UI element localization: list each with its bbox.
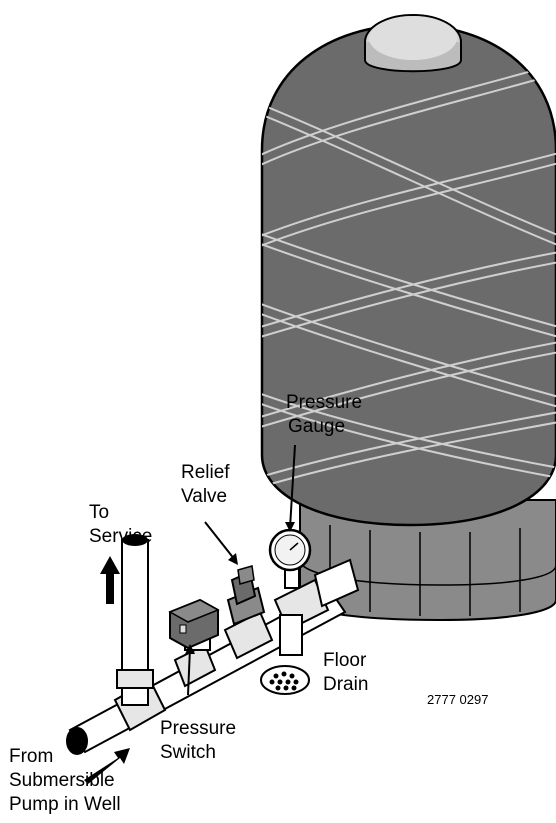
switch-leader: [187, 647, 191, 696]
to-service-label-line2: Service: [89, 526, 153, 547]
from-pump-label-line3: Pump in Well: [9, 794, 121, 815]
floor-drain-label-line1: Floor: [323, 650, 367, 671]
gauge-leader: [289, 444, 296, 529]
floor-drain: [260, 614, 310, 695]
from-pump-label-line2: Submersible: [9, 770, 115, 791]
to-service-label-line1: To: [89, 502, 110, 523]
floor-drain-label-line2: Drain: [323, 674, 369, 695]
figure-code: 2777 0297: [427, 692, 489, 707]
pressure-gauge-label-line1: Pressure: [286, 392, 363, 413]
relief-valve: [226, 565, 266, 626]
service-riser-pipe: [116, 534, 154, 706]
relief-valve-label-line1: Relief: [181, 462, 230, 483]
pressure-switch-label-line1: Pressure: [160, 718, 237, 739]
pressure-switch-label-line2: Switch: [160, 742, 216, 763]
to-service-arrow: [100, 556, 120, 604]
pressure-gauge-label-line2: Gauge: [288, 416, 346, 437]
pressure-tank: [260, 14, 556, 527]
tank-base: [299, 499, 556, 622]
relief-valve-label-line2: Valve: [181, 486, 228, 507]
from-pump-label-line1: From: [9, 746, 54, 767]
pressure-gauge: [268, 528, 312, 589]
relief-leader: [204, 521, 236, 561]
inflow-arrow: [84, 748, 130, 784]
leader-lines: [185, 444, 296, 696]
pipe-manifold: [66, 558, 360, 755]
pressure-switch: [168, 598, 220, 651]
